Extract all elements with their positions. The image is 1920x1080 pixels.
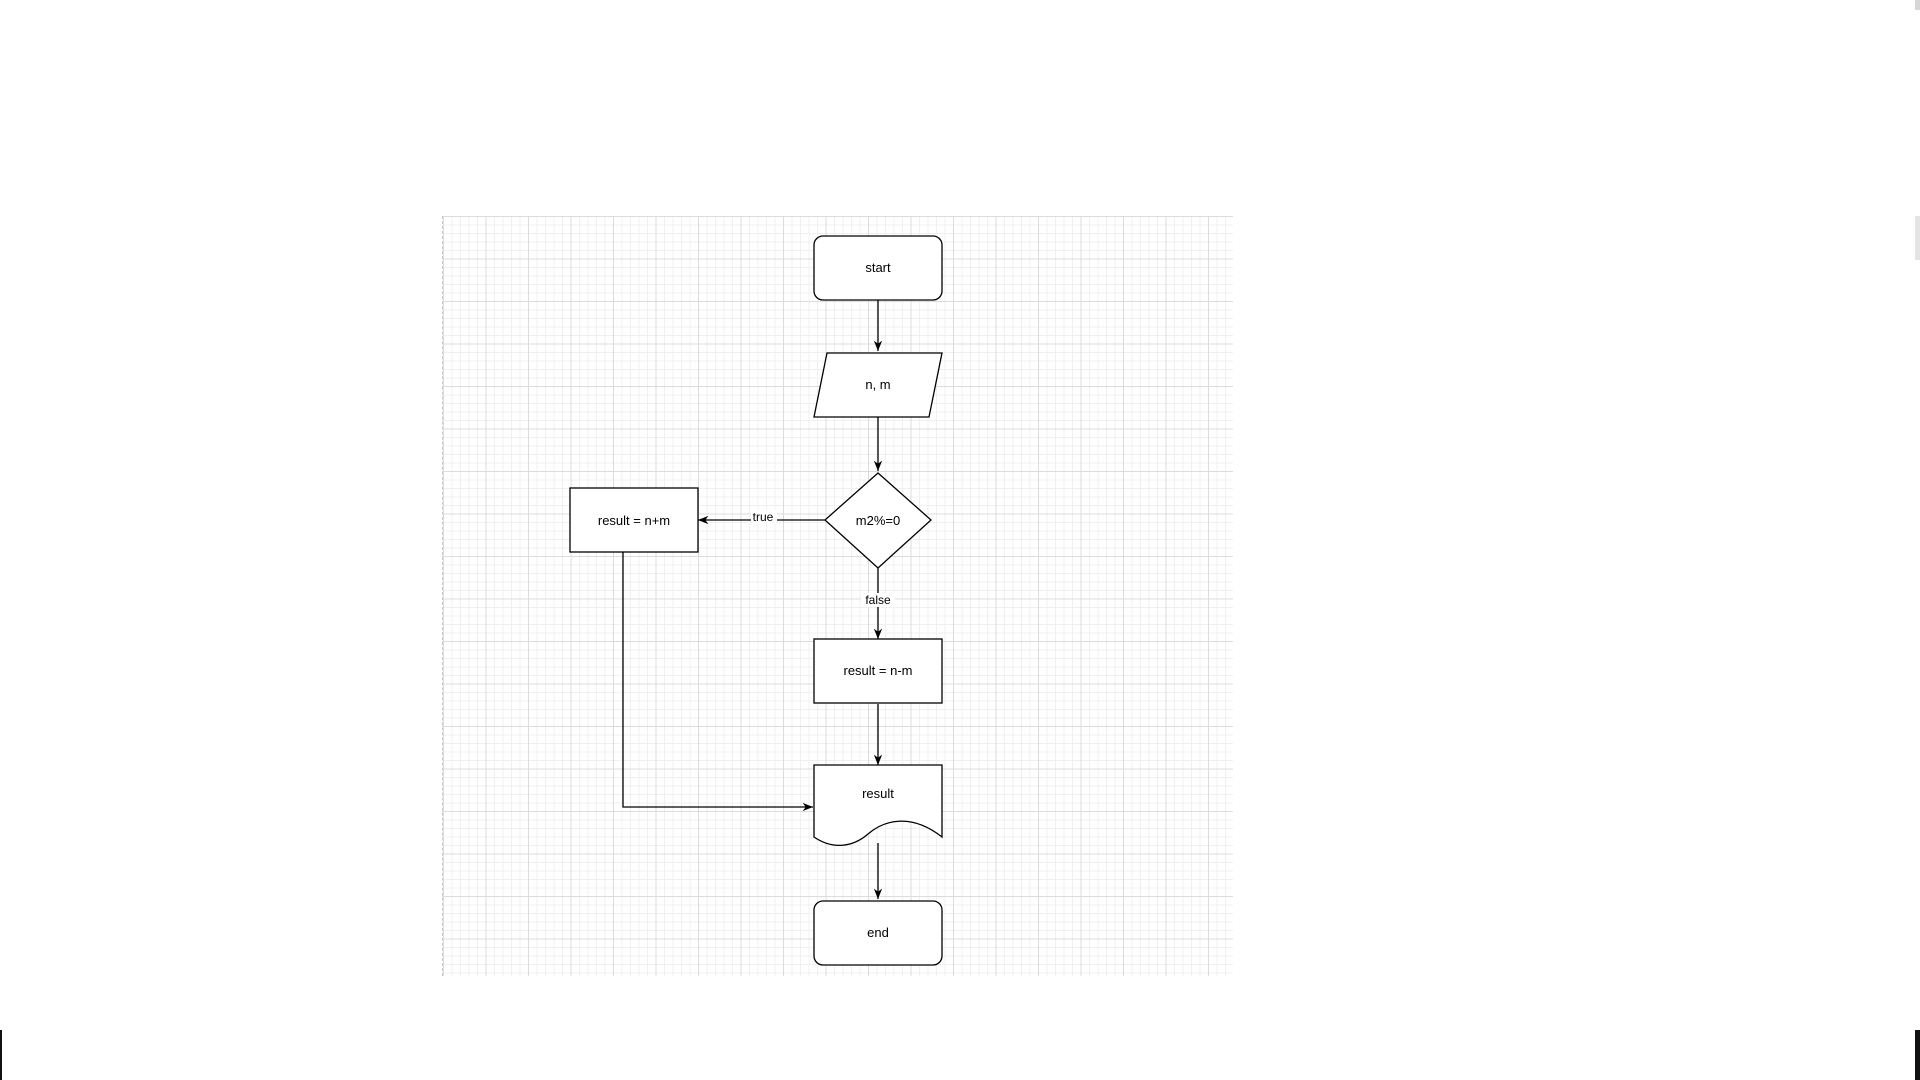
input-node[interactable]: n, m <box>813 352 943 418</box>
output-node[interactable]: result <box>813 764 943 846</box>
end-node[interactable]: end <box>813 900 943 966</box>
end-node-label: end <box>867 925 889 940</box>
edge-label-true: true <box>751 510 777 524</box>
edge-label-false: false <box>861 593 895 607</box>
true-process-node[interactable]: result = n+m <box>569 487 699 553</box>
decision-node[interactable]: m2%=0 <box>824 472 932 569</box>
vertical-scrollbar-thumb[interactable] <box>1915 216 1920 260</box>
input-node-label: n, m <box>865 377 890 392</box>
scrollbar-top-edge <box>1915 0 1920 10</box>
flowchart: true false start n, m m2%=0 result = n+m <box>569 235 943 966</box>
decision-node-label: m2%=0 <box>856 513 900 528</box>
bottom-right-edge <box>1915 1030 1920 1080</box>
false-process-node-label: result = n-m <box>844 663 913 678</box>
diagram-canvas[interactable]: true false start n, m m2%=0 result = n+m <box>442 216 1233 976</box>
svg-text:false: false <box>865 593 891 607</box>
true-process-node-label: result = n+m <box>598 513 670 528</box>
false-process-node[interactable]: result = n-m <box>813 638 943 704</box>
bottom-left-edge <box>0 1030 2 1080</box>
edge-true-process-to-output <box>622 552 813 812</box>
svg-text:true: true <box>753 510 774 524</box>
output-node-label: result <box>862 786 894 801</box>
start-node-label: start <box>865 260 891 275</box>
start-node[interactable]: start <box>813 235 943 301</box>
